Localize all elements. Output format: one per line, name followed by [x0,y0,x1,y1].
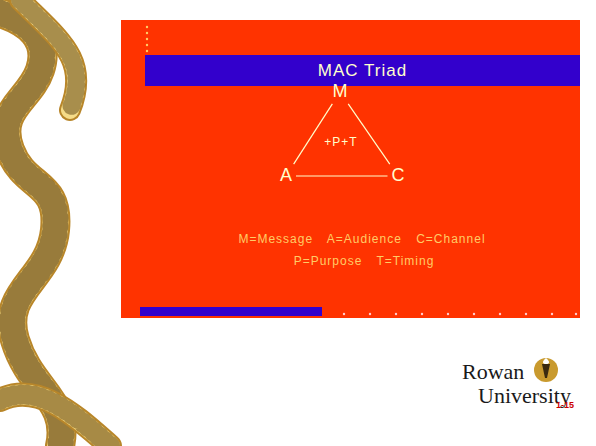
triad-line [296,175,388,176]
bottom-bar [140,307,322,316]
triad-line [348,104,390,164]
triad-line [294,104,333,164]
triad-center-note: +P+T [324,136,357,149]
dot-row [343,313,577,315]
orange-panel [121,20,580,318]
vertex-text: C [392,166,405,186]
vertex-text: A [280,166,292,186]
vertex-letter: C [388,164,409,188]
university-logo-text: Rowan University [462,360,571,408]
dot-column [146,26,148,52]
vertex-letter: A [276,164,296,188]
university-emblem [534,358,558,382]
slide-number: 1-15 [556,401,574,411]
title-bar [145,55,580,86]
vertex-letter: M [329,80,352,104]
key-line: M=Message A=Audience C=Channel [238,233,485,246]
key-line: P=Purpose T=Timing [294,255,435,268]
measuring-tape [0,0,110,446]
slide-title: MAC Triad [145,55,580,86]
vertex-text: M [333,82,348,102]
